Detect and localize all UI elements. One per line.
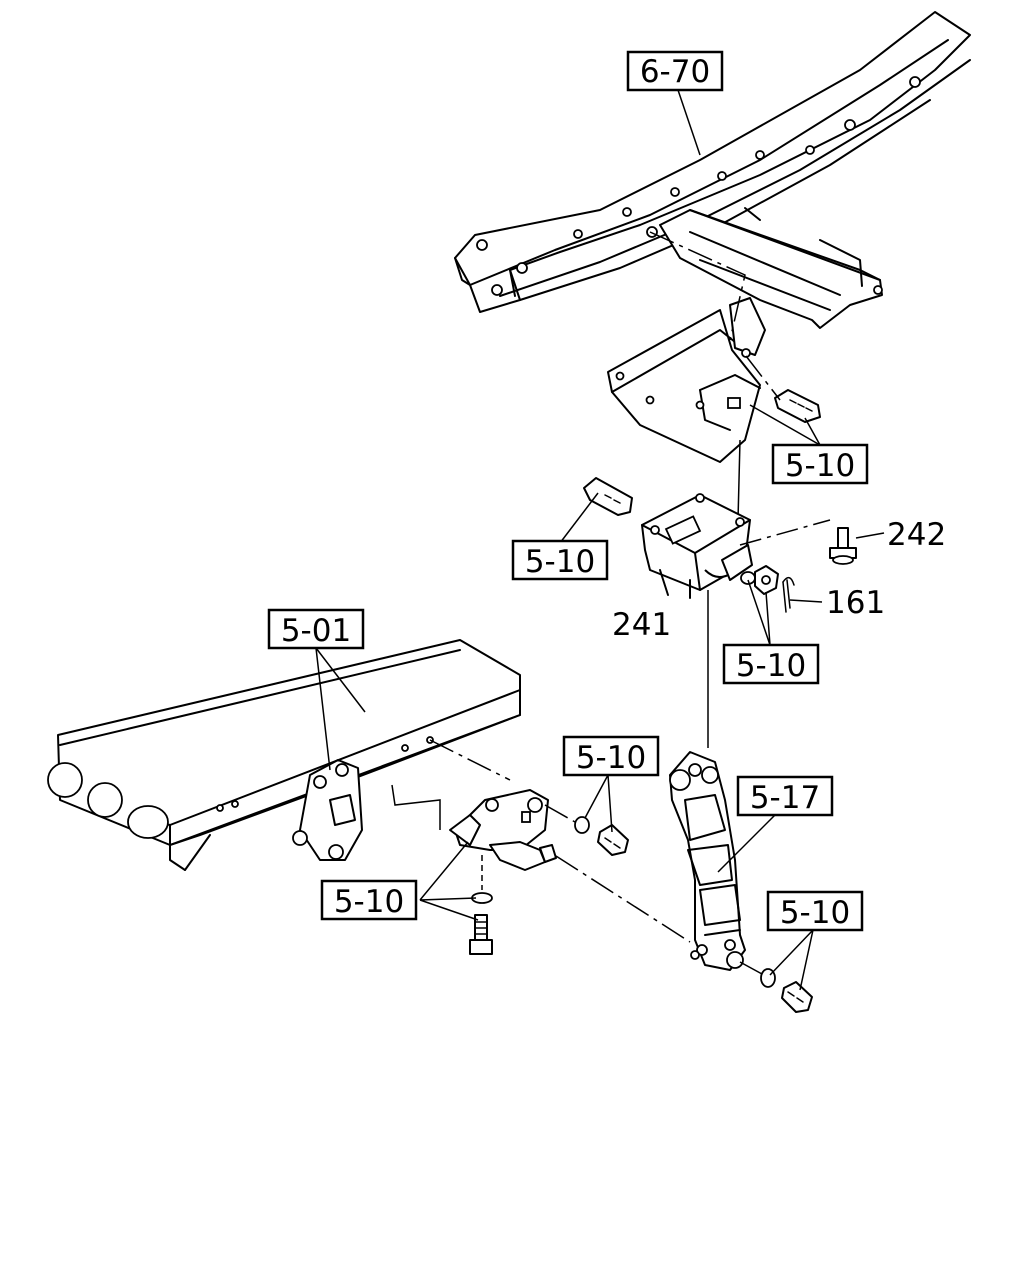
mount-bracket-241 bbox=[641, 493, 753, 599]
alignment-line-10 bbox=[739, 961, 763, 975]
callout-5-10-left-label: 5-10 bbox=[525, 544, 595, 580]
callout-5-01[interactable]: 5-01 bbox=[267, 608, 365, 650]
leader-5-10-nut bbox=[747, 579, 771, 646]
callout-5-10-lower-right[interactable]: 5-10 bbox=[766, 890, 864, 932]
leader-5-10-mid bbox=[584, 774, 613, 833]
rear-frame-rail bbox=[454, 11, 971, 329]
part-number-242: 242 bbox=[887, 517, 946, 553]
pin-161-icon bbox=[782, 576, 795, 613]
callout-5-17[interactable]: 5-17 bbox=[736, 775, 834, 817]
callout-5-01-label: 5-01 bbox=[281, 613, 351, 649]
alignment-line-1 bbox=[649, 231, 746, 341]
leader-5-10-lower-left bbox=[419, 841, 479, 921]
frame-bracket-plate bbox=[292, 759, 363, 861]
leader-5-10-lower-right bbox=[769, 929, 814, 991]
leader-161 bbox=[789, 599, 823, 603]
washer-bolt-mid-icon bbox=[574, 816, 629, 856]
alignment-line-6 bbox=[391, 784, 441, 830]
alignment-line-3 bbox=[737, 439, 741, 521]
front-frame-rail bbox=[47, 639, 521, 871]
alignment-line-8 bbox=[544, 804, 576, 823]
callout-5-10-mid[interactable]: 5-10 bbox=[562, 735, 660, 777]
callout-5-10-lower-left[interactable]: 5-10 bbox=[320, 879, 418, 921]
callout-6-70-label: 6-70 bbox=[640, 54, 710, 90]
washer-bolt-lower-left-icon bbox=[469, 892, 493, 955]
bolt-upper-bracket-icon bbox=[774, 389, 821, 423]
bolt-242-icon bbox=[829, 527, 857, 565]
bolt-mount-left-icon bbox=[583, 477, 633, 516]
leader-242 bbox=[855, 532, 885, 539]
callout-5-10-nut[interactable]: 5-10 bbox=[722, 643, 820, 685]
leader-5-10-upper bbox=[749, 404, 821, 446]
part-number-161: 161 bbox=[826, 585, 885, 621]
callout-5-10-nut-label: 5-10 bbox=[736, 648, 806, 684]
linkage-assembly bbox=[669, 751, 746, 971]
dash-line-242 bbox=[739, 519, 831, 546]
leader-5-17 bbox=[717, 814, 776, 873]
alignment-line-7 bbox=[555, 855, 691, 943]
callout-5-10-upper[interactable]: 5-10 bbox=[771, 443, 869, 485]
nut-washer-icon bbox=[740, 565, 779, 595]
alignment-line-5 bbox=[429, 739, 511, 781]
upper-bracket bbox=[607, 297, 766, 463]
callout-5-10-upper-label: 5-10 bbox=[785, 448, 855, 484]
leader-5-10-left bbox=[559, 492, 599, 544]
callout-5-10-lower-right-label: 5-10 bbox=[780, 895, 850, 931]
leader-5-01 bbox=[315, 647, 366, 771]
callout-5-10-lower-left-label: 5-10 bbox=[334, 884, 404, 920]
callout-5-10-left[interactable]: 5-10 bbox=[511, 539, 609, 581]
washer-bolt-lower-right-icon bbox=[760, 968, 813, 1013]
callout-5-17-label: 5-17 bbox=[750, 780, 820, 816]
part-number-241: 241 bbox=[612, 607, 671, 643]
leader-6-70 bbox=[677, 89, 701, 156]
alignment-line-2 bbox=[745, 355, 781, 401]
callout-6-70[interactable]: 6-70 bbox=[626, 50, 724, 92]
crank-lever-assembly bbox=[449, 789, 557, 871]
callout-5-10-mid-label: 5-10 bbox=[576, 740, 646, 776]
